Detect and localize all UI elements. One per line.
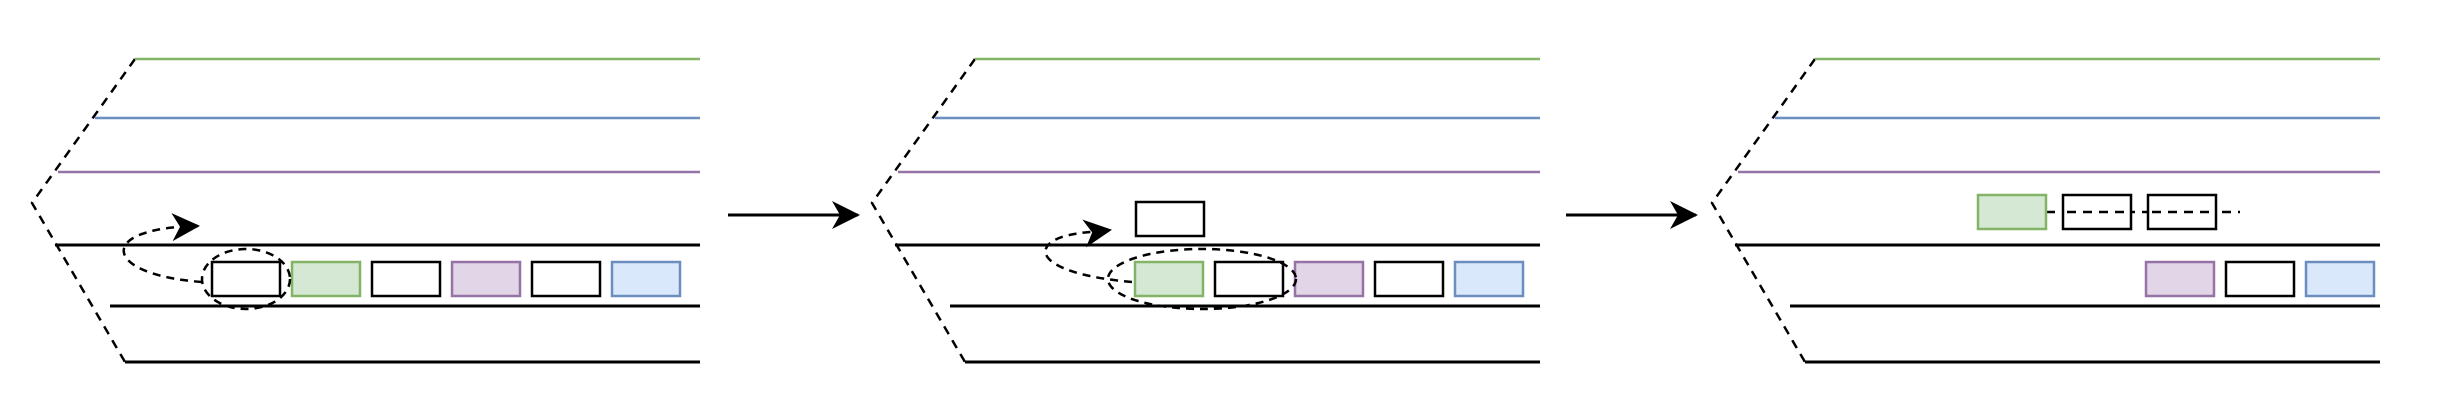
panel-3-lower-block-3 [2304,260,2376,298]
panel-1-lower-block-2 [290,260,362,298]
panel-2-lower-block-2 [1213,260,1285,298]
panel-1-lower-block-4 [450,260,522,298]
panel-2-lower-block-1 [1133,260,1205,298]
panel-2-chevron [870,58,977,363]
panel-2-lower-block-4 [1373,260,1445,298]
panel-1-move-arrow [122,213,203,284]
panel-1-lower-block-6 [610,260,682,298]
panel-1-selection-ellipse [200,247,292,311]
panel-3-lower-block-1 [2144,260,2216,298]
panel-2-lower-block-3 [1293,260,1365,298]
panel-1-lower-block-1 [210,260,282,298]
panel-2-upper-block-1 [1134,200,1206,238]
panel-3-lower-block-2 [2224,260,2296,298]
panel-1-lower-block-5 [530,260,602,298]
panel-3-chevron [1710,58,1817,363]
panel-1-lower-block-3 [370,260,442,298]
panel-2-move-arrow [1044,219,1133,284]
panel-2-selection-ellipse [1106,247,1298,311]
panel-3-upper-block-1 [1976,193,2048,231]
panel-2-lower-block-5 [1453,260,1525,298]
panel-1-chevron [30,58,137,363]
